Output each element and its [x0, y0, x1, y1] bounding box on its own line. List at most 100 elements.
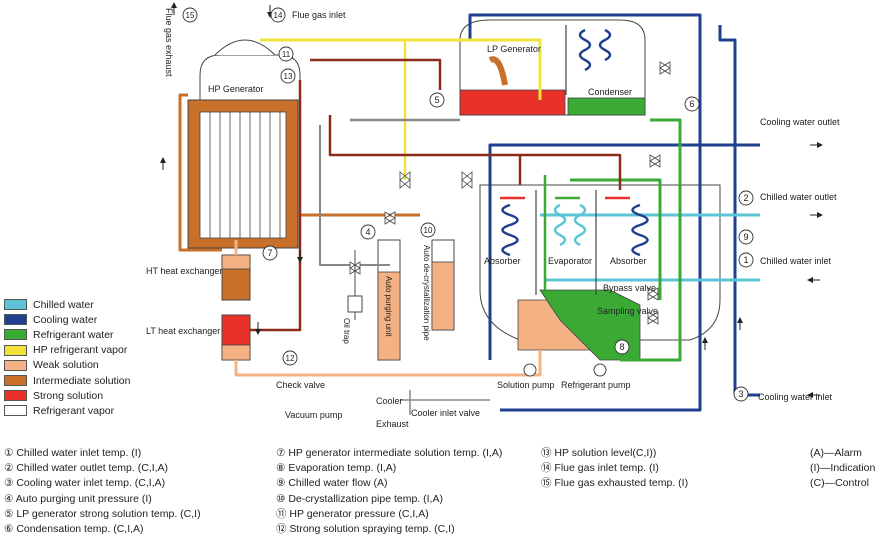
legend-swatch	[4, 390, 27, 402]
note-item: ⑩ De-crystallization pipe temp. (I,A)	[276, 492, 443, 505]
sensor-10	[420, 222, 436, 238]
label-lt-heat-exchanger: LT heat exchanger	[146, 326, 220, 336]
sensor-15	[182, 7, 198, 23]
note-item: ① Chilled water inlet temp. (I)	[4, 447, 142, 459]
note-item: (I)—Indication	[810, 462, 876, 475]
note-item: ⑫ Strong solution spraying temp. (C,I)	[276, 523, 455, 536]
label-absorber-right: Absorber	[610, 256, 647, 266]
legend-label: HP refrigerant vapor	[33, 344, 128, 357]
sensor-14-label: 14	[274, 11, 283, 20]
legend-swatch	[4, 375, 27, 387]
valve-icon	[349, 261, 361, 275]
note-item: ⑥ Condensation temp. (C,I,A)	[4, 523, 144, 536]
sensor-3	[733, 386, 749, 402]
legend-swatch	[4, 344, 27, 356]
label-condenser: Condenser	[588, 87, 632, 97]
sensor-11	[278, 46, 294, 62]
sensor-6	[684, 96, 700, 112]
legend-label: Refrigerant water	[33, 328, 114, 341]
sensor-13	[280, 68, 296, 84]
sensor-3-label: 3	[738, 389, 743, 399]
label-evaporator: Evaporator	[548, 256, 592, 266]
legend-label: Intermediate solution	[33, 374, 131, 387]
legend-item: Intermediate solution	[4, 373, 174, 388]
sensor-2-label: 2	[743, 193, 748, 203]
sensor-12-label: 12	[286, 354, 295, 363]
legend-item: Weak solution	[4, 358, 174, 373]
label-oil-trap: Oil trap	[342, 318, 351, 344]
legend-item: HP refrigerant vapor	[4, 343, 174, 358]
label-auto-purging-unit: Auto purging unit	[384, 276, 393, 337]
sensor-4-label: 4	[365, 227, 370, 237]
legend-label: Strong solution	[33, 389, 104, 402]
label-solution-pump: Solution pump	[497, 380, 555, 390]
sensor-1-label: 1	[743, 255, 748, 265]
note-item: ⑭ Flue gas inlet temp. (I)	[541, 462, 659, 475]
label-auto-decrystallization-pipe: Auto de-crystallization pipe	[422, 245, 431, 341]
condenser-refrigerant	[567, 97, 646, 116]
notes-col-4: (A)—Alarm (I)—Indication (C)—Control	[810, 446, 875, 492]
note-item: ② Chilled water outlet temp. (C,I,A)	[4, 462, 169, 475]
note-item: ⑦ HP generator intermediate solution tem…	[276, 447, 503, 459]
label-flue-gas-inlet: Flue gas inlet	[292, 10, 346, 20]
legend-label: Refrigerant vapor	[33, 404, 115, 417]
sensor-11-label: 11	[282, 50, 291, 59]
sensor-9-label: 9	[743, 232, 748, 242]
label-flue-gas-exhaust: Flue gas exhaust	[164, 8, 174, 77]
sensor-6-label: 6	[689, 99, 694, 109]
sensor-5	[429, 92, 445, 108]
label-vacuum-pump: Vacuum pump	[285, 410, 342, 420]
lp-strong-solution	[459, 89, 566, 116]
sensor-2	[738, 190, 754, 206]
legend-swatch	[4, 299, 27, 311]
label-ht-heat-exchanger: HT heat exchanger	[146, 266, 222, 276]
sensor-5-label: 5	[434, 95, 439, 105]
note-item: ⑮ Flue gas exhausted temp. (I)	[541, 477, 689, 490]
legend-item: Cooling water	[4, 312, 174, 327]
note-item: ⑧ Evaporation temp. (I,A)	[276, 462, 397, 475]
label-cooling-water-outlet-text: Cooling water outlet	[760, 117, 840, 127]
legend-label: Weak solution	[33, 359, 99, 372]
legend-label: Chilled water	[33, 298, 94, 311]
label-cooling-water-outlet: Cooling water outlet	[760, 117, 840, 127]
label-hp-generator: HP Generator	[208, 84, 263, 94]
note-item: (A)—Alarm	[810, 447, 862, 459]
note-item: (C)—Control	[810, 477, 869, 490]
sensor-15-label: 15	[186, 11, 195, 20]
notes-col-2: ⑦ HP generator intermediate solution tem…	[276, 446, 502, 537]
sensor-13-label: 13	[284, 72, 293, 81]
legend-item: Refrigerant water	[4, 327, 174, 342]
valve-icon	[659, 61, 671, 75]
label-exhaust: Exhaust	[376, 419, 409, 429]
sensor-7	[262, 245, 278, 261]
valve-icon	[647, 311, 659, 325]
legend-swatch	[4, 329, 27, 341]
label-cooling-water-inlet: Cooling water inlet	[758, 392, 833, 402]
sensor-10-label: 10	[424, 226, 433, 235]
label-bypass-valve: Bypass valve	[603, 283, 656, 293]
sensor-markers	[182, 7, 754, 402]
sensor-12	[282, 350, 298, 366]
valve-icon	[647, 287, 659, 301]
valve-icon	[649, 154, 661, 168]
legend-swatch	[4, 314, 27, 326]
solution-pump-icon	[523, 363, 537, 377]
label-check-valve: Check valve	[276, 380, 325, 390]
label-absorber-left: Absorber	[484, 256, 521, 266]
label-cooler: Cooler	[376, 396, 403, 406]
label-lp-generator: LP Generator	[487, 44, 541, 54]
sensor-8-label: 8	[619, 342, 624, 352]
note-item: ⑪ HP generator pressure (C,I,A)	[276, 507, 429, 520]
legend-swatch	[4, 405, 27, 417]
refrigerant-pump-icon	[593, 363, 607, 377]
sensor-1	[738, 252, 754, 268]
label-sampling-valve: Sampling valve	[597, 306, 658, 316]
note-item: ⑨ Chilled water flow (A)	[276, 477, 388, 490]
sensor-9	[738, 229, 754, 245]
notes-col-3: ⑬ HP solution level(C,I)) ⑭ Flue gas inl…	[541, 446, 688, 492]
legend-item: Refrigerant vapor	[4, 403, 174, 418]
legend-swatch	[4, 359, 27, 371]
note-item: ③ Cooling water inlet temp. (C,I,A)	[4, 477, 166, 490]
label-cooler-inlet-valve: Cooler inlet valve	[411, 408, 480, 418]
